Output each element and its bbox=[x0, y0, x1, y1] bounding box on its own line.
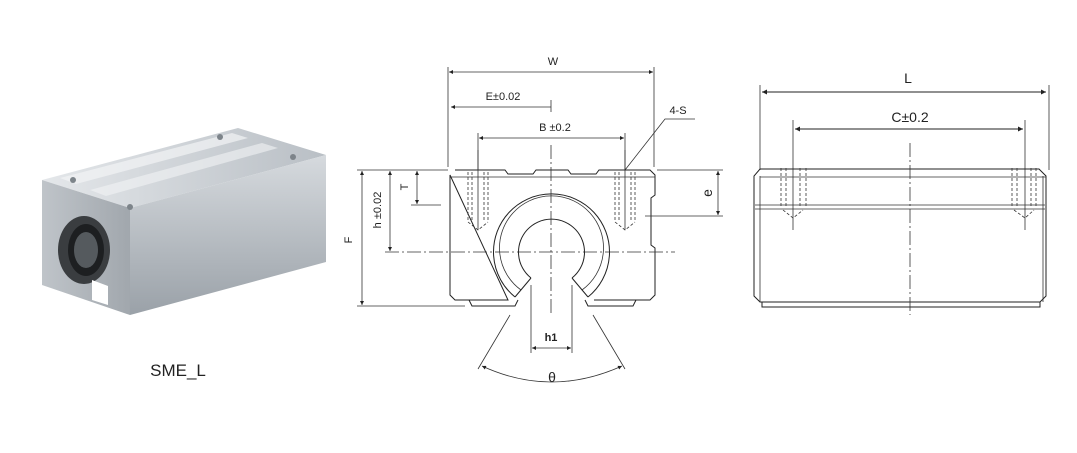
side-view: L C±0.2 bbox=[753, 70, 1050, 315]
dim-e-tolerance-label: E±0.02 bbox=[486, 91, 521, 103]
product-caption: SME_L bbox=[150, 361, 206, 380]
dim-c-tolerance-label: C±0.2 bbox=[891, 109, 928, 125]
dim-t-label: T bbox=[399, 183, 411, 190]
dim-w-label: W bbox=[548, 56, 559, 68]
product-photo bbox=[42, 128, 326, 315]
dim-h-tolerance-label: h ±0.02 bbox=[372, 192, 384, 229]
front-view: W E±0.02 B ±0.2 4-S bbox=[343, 56, 723, 385]
dim-e-label: e bbox=[699, 189, 715, 197]
dim-theta-label: θ bbox=[548, 369, 556, 385]
dim-b-label: B ±0.2 bbox=[539, 122, 571, 134]
dim-l-label: L bbox=[904, 70, 912, 86]
dim-h1-label: h1 bbox=[545, 332, 558, 344]
dim-4s-label: 4-S bbox=[669, 105, 686, 117]
dim-f-label: F bbox=[343, 236, 355, 243]
